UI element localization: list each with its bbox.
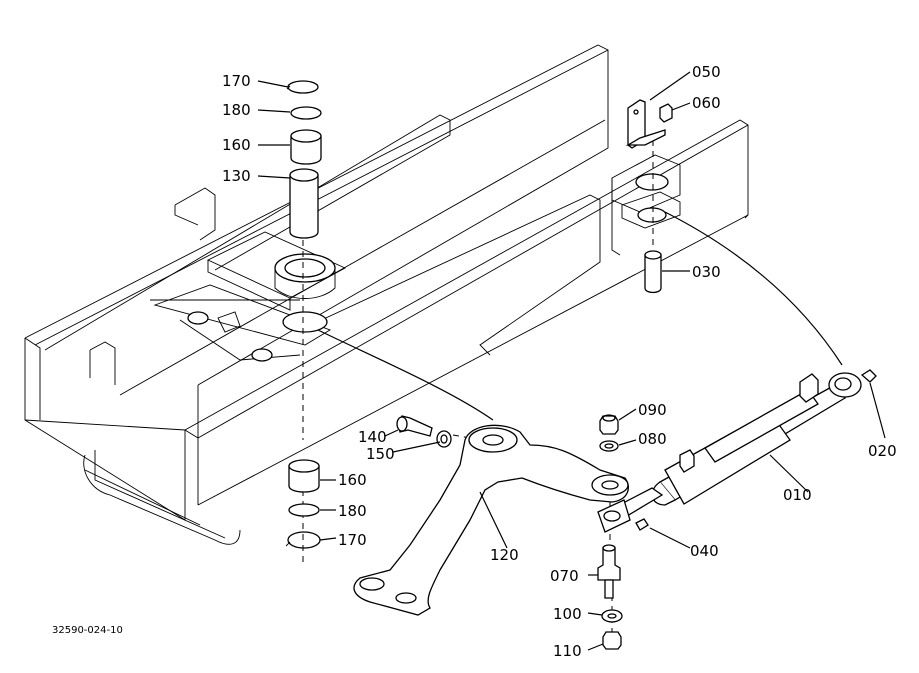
nut-110 [602,631,622,650]
kingpin-shaft [289,174,319,239]
label-170-top: 170 [222,72,251,90]
ball-stud-070 [597,544,621,599]
grease-nipple-020 [860,369,877,383]
label-180-bottom: 180 [338,502,367,520]
pin-030 [644,254,662,294]
washer-150 [436,430,452,448]
steering-arm [353,424,629,616]
drawing-code: 32590-024-10 [52,625,123,636]
label-030: 030 [692,263,721,281]
bracket-parts [625,99,673,294]
washer-bottom [288,503,320,517]
washer-top [290,106,322,120]
bushing-bottom [288,465,320,493]
label-160-bottom: 160 [338,471,367,489]
bolt-060 [659,103,673,123]
label-170-bottom: 170 [338,531,367,549]
kingpin-lower-stack [285,459,321,549]
nut-090 [599,414,619,435]
leader-lines [257,71,886,651]
label-180-top: 180 [222,101,251,119]
part-number-labels: 170 180 160 130 050 060 030 020 010 040 … [52,63,897,660]
label-120: 120 [490,546,519,564]
kingpin-upper-stack [286,80,322,239]
label-130: 130 [222,167,251,185]
label-020: 020 [868,442,897,460]
label-160-top: 160 [222,136,251,154]
label-150: 150 [366,445,395,463]
label-060: 060 [692,94,721,112]
hydraulic-cylinder [597,372,862,533]
label-100: 100 [553,605,582,623]
label-040: 040 [690,542,719,560]
washer-080 [599,440,619,452]
snap-ring-top [287,80,319,94]
connector-lines [317,211,843,421]
bushing-top [290,135,322,165]
washer-100 [601,609,623,623]
label-070: 070 [550,567,579,585]
label-080: 080 [638,430,667,448]
label-140: 140 [358,428,387,446]
label-110: 110 [553,642,582,660]
label-090: 090 [638,401,667,419]
snap-ring-bottom [287,531,321,549]
label-050: 050 [692,63,721,81]
bolt-140 [396,415,433,437]
grease-nipple-040 [635,518,649,531]
label-010: 010 [783,486,812,504]
